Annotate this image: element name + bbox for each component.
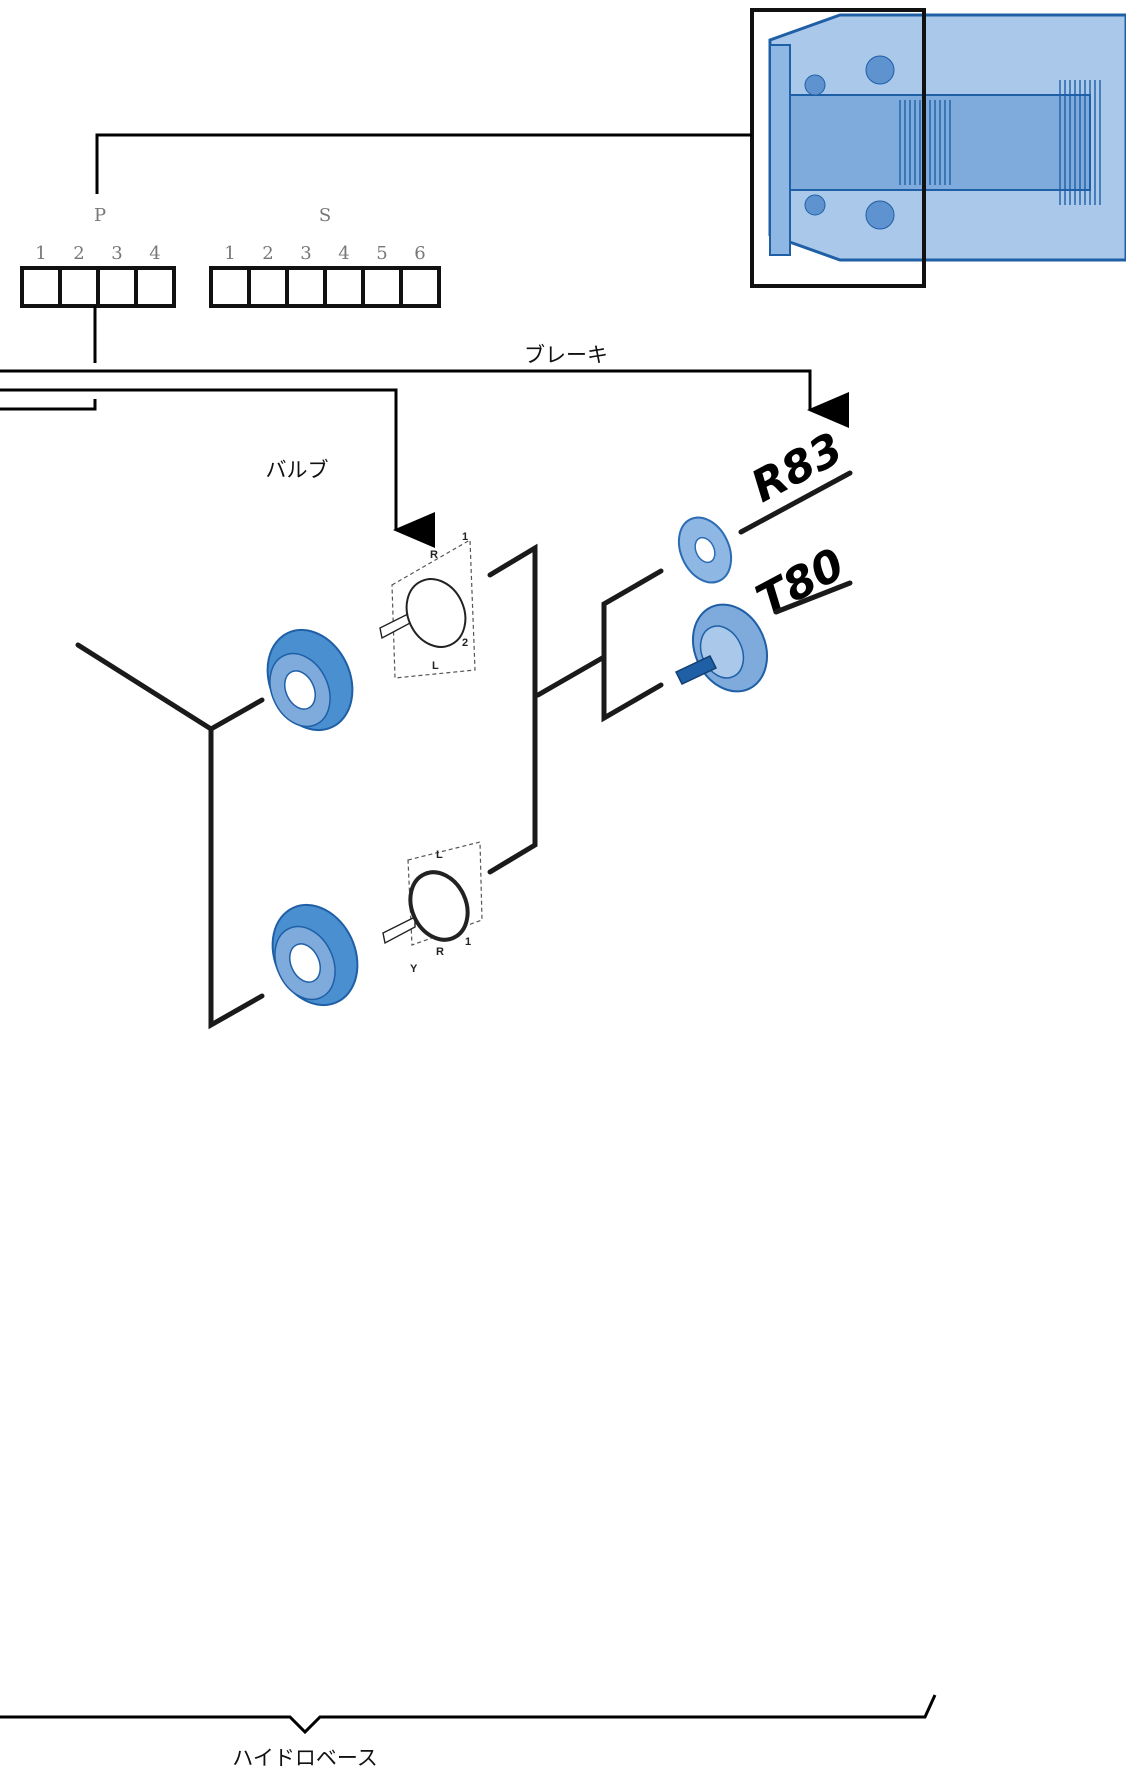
p-code-box-3[interactable]: [96, 266, 138, 308]
p-number-3: 3: [111, 243, 122, 264]
s-code-box-2[interactable]: [247, 266, 289, 308]
hydrobase-bracket: [75, 642, 265, 1030]
hydrobase-part-bottom: [271, 903, 359, 1007]
s-number-6: 6: [414, 243, 425, 264]
option-r83-underline: [738, 470, 853, 535]
s-code-boxes: [209, 266, 441, 308]
s-number-2: 2: [262, 243, 273, 264]
connector-p3-stub: [0, 399, 97, 411]
p-number-1: 1: [35, 243, 46, 264]
hydrobase-label: ハイドロベース: [232, 1746, 378, 1770]
s-number-3: 3: [300, 243, 311, 264]
hydrobase-part-top: [266, 628, 354, 732]
brake-label: ブレーキ: [524, 343, 608, 367]
p-code-boxes: [20, 266, 176, 308]
s-code-box-4[interactable]: [323, 266, 365, 308]
valve-port-icon: [405, 578, 467, 648]
s-code-box-5[interactable]: [361, 266, 403, 308]
connector-motor-to-p: [95, 133, 752, 194]
valve-port-icon: [408, 870, 470, 942]
motor-selection-frame: [750, 8, 926, 288]
option-t80-label: T80: [748, 539, 853, 627]
s-code-box-1[interactable]: [209, 266, 251, 308]
valve-arrow-line: [0, 388, 435, 548]
valve-bottom-r: R: [436, 946, 444, 958]
valve-bottom-y: Y: [410, 963, 418, 975]
brake-bracket: [535, 568, 664, 723]
brake-disc-hole: [694, 536, 716, 564]
p-label: P: [94, 205, 106, 226]
p-code-box-2[interactable]: [58, 266, 100, 308]
motor-cross-section-illustration: [768, 13, 1126, 262]
hydrobase-brace: [0, 1694, 937, 1735]
s-code-box-3[interactable]: [285, 266, 327, 308]
valve-bracket: [487, 543, 538, 875]
s-label: S: [319, 205, 331, 226]
s-number-5: 5: [376, 243, 387, 264]
valve-bottom-1: 1: [465, 936, 471, 948]
s-number-1: 1: [224, 243, 235, 264]
brake-arrow-line: [0, 369, 849, 428]
valve-bottom-l: L: [436, 849, 443, 861]
valve-top-1: 1: [462, 531, 468, 543]
valve-top-2: 2: [462, 637, 468, 649]
p-code-box-1[interactable]: [20, 266, 62, 308]
p-code-box-4[interactable]: [134, 266, 176, 308]
p-number-2: 2: [73, 243, 84, 264]
p-number-4: 4: [149, 243, 160, 264]
valve-symbol-top: R L 1 2: [379, 531, 476, 679]
s-number-4: 4: [338, 243, 349, 264]
brake-shaft-icon: [674, 655, 718, 685]
valve-top-r: R: [430, 549, 438, 561]
valve-top-l: L: [432, 660, 439, 672]
valve-label: バルブ: [266, 458, 329, 482]
valve-symbol-bottom: L Y R 1: [382, 841, 483, 975]
s-code-box-6[interactable]: [399, 266, 441, 308]
option-t80-underline: [773, 580, 853, 615]
